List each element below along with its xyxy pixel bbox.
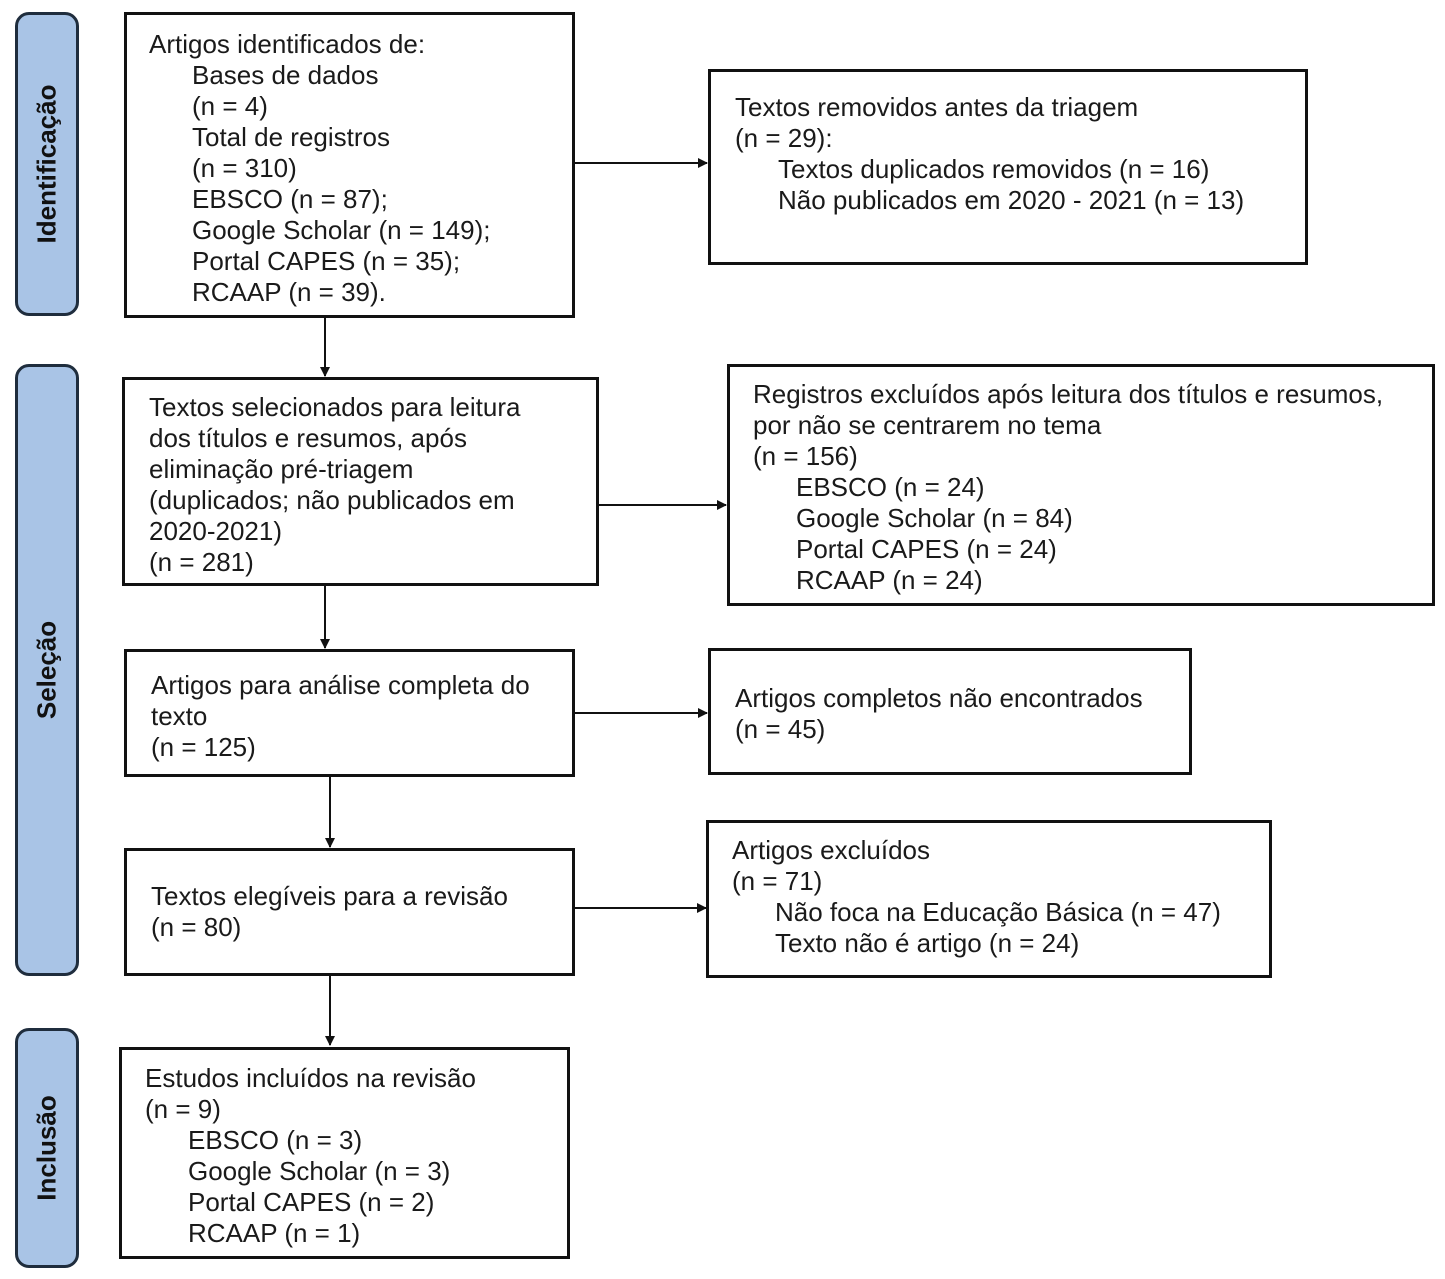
box-line: Google Scholar (n = 84) bbox=[796, 503, 1073, 533]
box-line: Textos removidos antes da triagem bbox=[735, 92, 1139, 122]
box-line: (n = 29): bbox=[735, 123, 833, 153]
box-line: Google Scholar (n = 149); bbox=[192, 215, 491, 245]
box-full-text-not-found: Artigos completos não encontrados (n = 4… bbox=[708, 648, 1192, 775]
box-line: eliminação pré-triagem bbox=[149, 454, 414, 484]
box-line: (n = 125) bbox=[151, 732, 256, 762]
box-line: (n = 71) bbox=[732, 866, 823, 896]
box-line: Artigos para análise completa do bbox=[151, 670, 530, 700]
box-line: Textos elegíveis para a revisão bbox=[151, 881, 508, 911]
box-full-text-analysis: Artigos para análise completa do texto (… bbox=[124, 649, 575, 777]
box-line: Artigos completos não encontrados bbox=[735, 683, 1143, 713]
box-line: Bases de dados bbox=[192, 60, 379, 90]
box-line: Texto não é artigo (n = 24) bbox=[775, 928, 1080, 958]
box-line: Textos selecionados para leitura bbox=[149, 392, 521, 422]
box-line: RCAAP (n = 24) bbox=[796, 565, 983, 595]
box-line: Textos duplicados removidos (n = 16) bbox=[778, 154, 1210, 184]
box-line: (n = 310) bbox=[192, 153, 297, 183]
box-line: Google Scholar (n = 3) bbox=[188, 1156, 451, 1186]
box-line: (n = 281) bbox=[149, 547, 254, 577]
box-line: por não se centrarem no tema bbox=[753, 410, 1102, 440]
box-line: dos títulos e resumos, após bbox=[149, 423, 467, 453]
box-line: Não foca na Educação Básica (n = 47) bbox=[775, 897, 1221, 927]
box-line: Portal CAPES (n = 24) bbox=[796, 534, 1057, 564]
box-line: RCAAP (n = 39). bbox=[192, 277, 386, 307]
box-line: RCAAP (n = 1) bbox=[188, 1218, 361, 1248]
box-eligible-texts: Textos elegíveis para a revisão (n = 80) bbox=[124, 848, 575, 976]
box-records-screened: Textos selecionados para leitura dos tít… bbox=[122, 377, 599, 586]
box-line: EBSCO (n = 87); bbox=[192, 184, 388, 214]
box-line: (n = 4) bbox=[192, 91, 268, 121]
box-line: texto bbox=[151, 701, 208, 731]
box-line: (n = 9) bbox=[145, 1094, 221, 1124]
phase-selection: Seleção bbox=[15, 364, 79, 976]
box-line: Total de registros bbox=[192, 122, 390, 152]
box-articles-excluded: Artigos excluídos (n = 71) Não foca na E… bbox=[706, 820, 1272, 978]
box-line: Artigos excluídos bbox=[732, 835, 930, 865]
box-line: Artigos identificados de: bbox=[149, 29, 426, 59]
box-records-excluded-titles: Registros excluídos após leitura dos tít… bbox=[727, 364, 1435, 606]
box-line: (n = 80) bbox=[151, 912, 242, 942]
box-line: EBSCO (n = 3) bbox=[188, 1125, 363, 1155]
box-line: Registros excluídos após leitura dos tít… bbox=[753, 379, 1384, 409]
box-records-identified: Artigos identificados de: Bases de dados… bbox=[124, 12, 575, 318]
box-studies-included: Estudos incluídos na revisão (n = 9) EBS… bbox=[119, 1047, 570, 1259]
box-line: (duplicados; não publicados em bbox=[149, 485, 515, 515]
phase-inclusion: Inclusão bbox=[15, 1028, 79, 1268]
box-records-removed: Textos removidos antes da triagem (n = 2… bbox=[708, 69, 1308, 265]
box-line: Portal CAPES (n = 35); bbox=[192, 246, 461, 276]
box-line: EBSCO (n = 24) bbox=[796, 472, 985, 502]
box-line: Estudos incluídos na revisão bbox=[145, 1063, 476, 1093]
box-line: (n = 156) bbox=[753, 441, 858, 471]
box-line: 2020-2021) bbox=[149, 516, 282, 546]
box-line: Não publicados em 2020 - 2021 (n = 13) bbox=[778, 185, 1245, 215]
box-line: (n = 45) bbox=[735, 714, 826, 744]
phase-identification: Identificação bbox=[15, 12, 79, 316]
box-line: Portal CAPES (n = 2) bbox=[188, 1187, 435, 1217]
